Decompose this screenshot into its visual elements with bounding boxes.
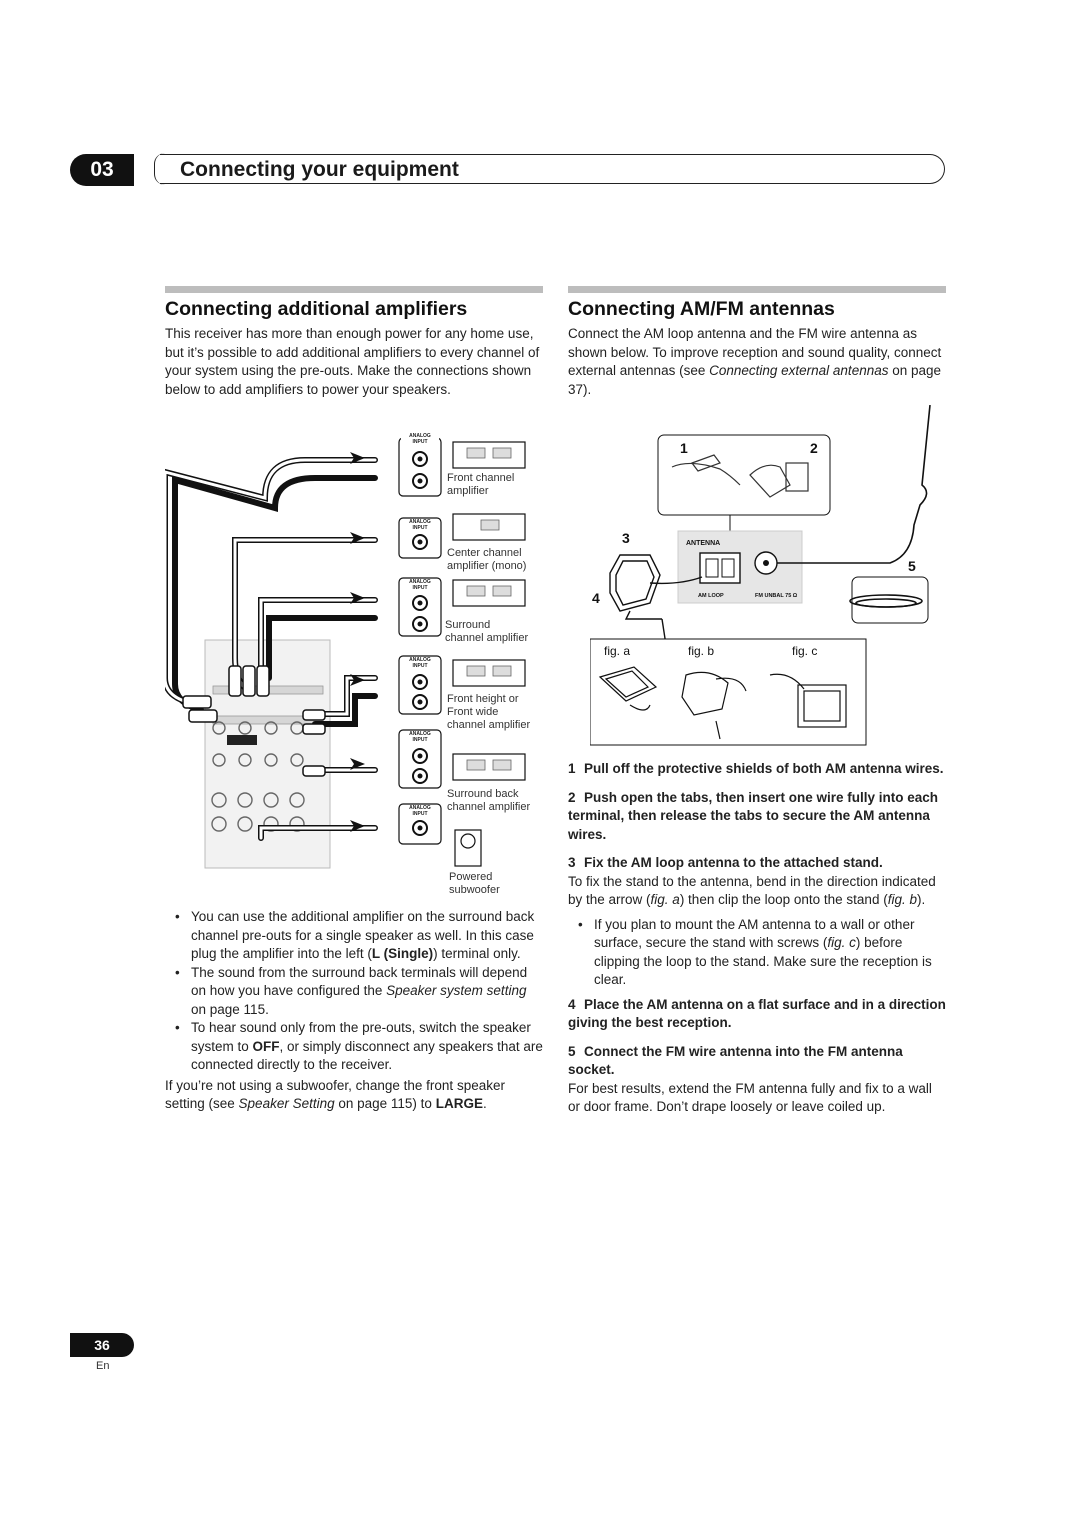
analog-input-center: ANALOG INPUT: [398, 517, 442, 559]
front-amp-label: Front channel amplifier: [447, 472, 517, 497]
input-label: INPUT: [413, 811, 428, 817]
fig-a-label: fig. a: [604, 644, 630, 658]
analog-input-surround-back: ANALOG INPUT: [398, 729, 442, 789]
input-label: INPUT: [413, 737, 428, 743]
analog-label: ANALOG: [409, 519, 431, 525]
callout-2: 2: [810, 440, 818, 456]
surround-amp-label: Surround channel amplifier: [445, 619, 528, 644]
right-section-heading: Connecting AM/FM antennas: [568, 298, 835, 320]
callout-5: 5: [908, 558, 916, 574]
step-5-body: For best results, extend the FM antenna …: [568, 1080, 932, 1115]
page-number: 36: [70, 1333, 134, 1357]
analog-input-subwoofer: ANALOG INPUT: [398, 803, 442, 845]
chapter-title: Connecting your equipment: [154, 153, 945, 185]
analog-input-height: ANALOG INPUT: [398, 655, 442, 715]
analog-input-front: ANALOG INPUT: [398, 432, 442, 497]
left-intro-text: This receiver has more than enough power…: [165, 326, 540, 397]
antenna-connection-diagram: 1 2 ANTENNA AM LOOP FM UNBAL 75 Ω 3 4 5 …: [590, 405, 931, 746]
center-amp-label: Center channel amplifier (mono): [447, 547, 526, 572]
right-intro: Connect the AM loop antenna and the FM w…: [568, 325, 946, 399]
analog-label: ANALOG: [409, 731, 431, 737]
analog-label: ANALOG: [409, 433, 431, 439]
note-bullet-1: You can use the additional amplifier on …: [165, 908, 543, 964]
chapter-number: 03: [70, 154, 134, 186]
step-3-bullet: If you plan to mount the AM antenna to a…: [568, 916, 946, 990]
page-language: En: [96, 1360, 110, 1372]
note-bullet-2: The sound from the surround back termina…: [165, 964, 543, 1020]
callout-3: 3: [622, 530, 630, 546]
analog-input-surround: ANALOG INPUT: [398, 577, 442, 637]
amplifier-connection-diagram: ANALOG INPUT ANALOG INPUT ANALOG INPUT A…: [165, 432, 530, 896]
fig-b-label: fig. b: [688, 644, 714, 658]
am-loop-label: AM LOOP: [698, 593, 724, 599]
callout-4: 4: [592, 590, 600, 606]
section-rule-right: [568, 286, 946, 293]
callout-1: 1: [680, 440, 688, 456]
input-label: INPUT: [413, 663, 428, 669]
input-label: INPUT: [413, 525, 428, 531]
height-amp-label: Front height or Front wide channel ampli…: [447, 693, 530, 731]
left-intro: This receiver has more than enough power…: [165, 325, 543, 399]
step-3-body: To fix the stand to the antenna, bend in…: [568, 873, 936, 908]
subwoofer-note: If you’re not using a subwoofer, change …: [165, 1077, 505, 1112]
subwoofer-label: Powered subwoofer: [449, 871, 500, 896]
analog-label: ANALOG: [409, 657, 431, 663]
analog-label: ANALOG: [409, 579, 431, 585]
left-section-heading: Connecting additional amplifiers: [165, 298, 468, 320]
input-label: INPUT: [413, 585, 428, 591]
analog-label: ANALOG: [409, 805, 431, 811]
fig-c-label: fig. c: [792, 644, 817, 658]
input-label: INPUT: [413, 439, 428, 445]
antenna-panel-title: ANTENNA: [686, 540, 720, 547]
surround-back-amp-label: Surround back channel amplifier: [447, 788, 530, 813]
fm-label: FM UNBAL 75 Ω: [755, 593, 798, 599]
left-notes: You can use the additional amplifier on …: [165, 908, 543, 1114]
note-bullet-3: To hear sound only from the pre-outs, sw…: [165, 1019, 543, 1075]
section-rule-left: [165, 286, 543, 293]
right-intro-text: Connect the AM loop antenna and the FM w…: [568, 326, 942, 397]
